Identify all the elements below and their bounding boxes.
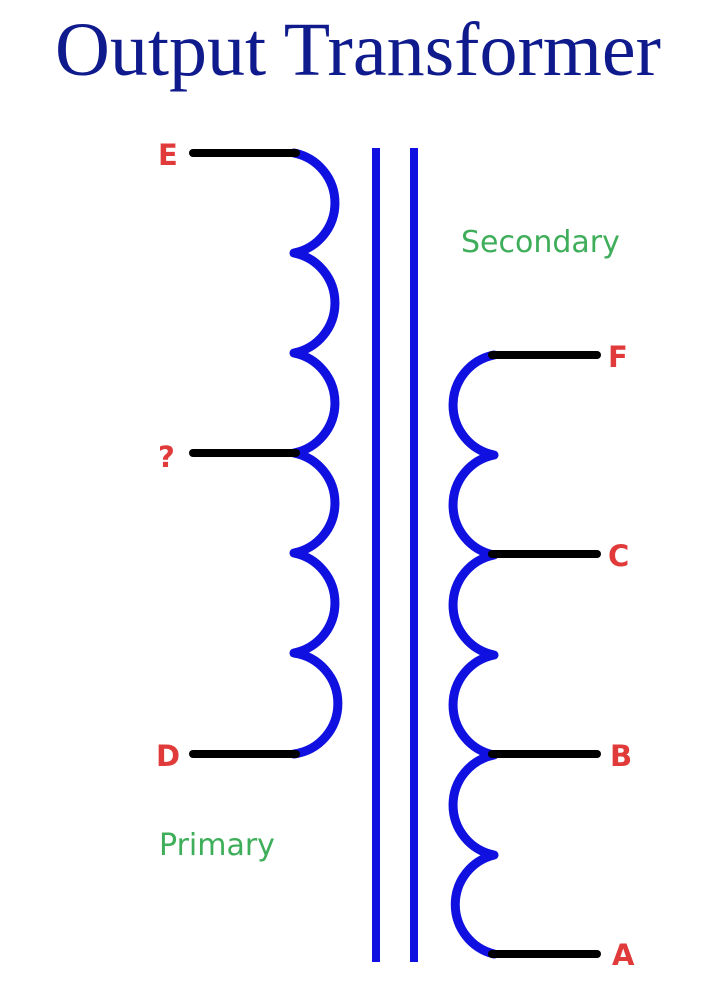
terminal-label-b: B <box>610 739 633 773</box>
terminal-label-c: C <box>608 539 630 573</box>
terminal-label-a: A <box>612 938 635 972</box>
diagram-title: Output Transformer <box>55 8 661 92</box>
primary-coil <box>289 148 343 759</box>
terminal-label-tap: ? <box>158 440 175 474</box>
core <box>372 148 418 962</box>
terminal-label-d: D <box>156 739 181 773</box>
terminal-label-f: F <box>608 340 628 374</box>
secondary-winding-label: Secondary <box>461 225 620 260</box>
secondary-coil <box>448 350 499 959</box>
primary-winding-label: Primary <box>159 828 275 863</box>
terminal-label-e: E <box>158 138 178 172</box>
